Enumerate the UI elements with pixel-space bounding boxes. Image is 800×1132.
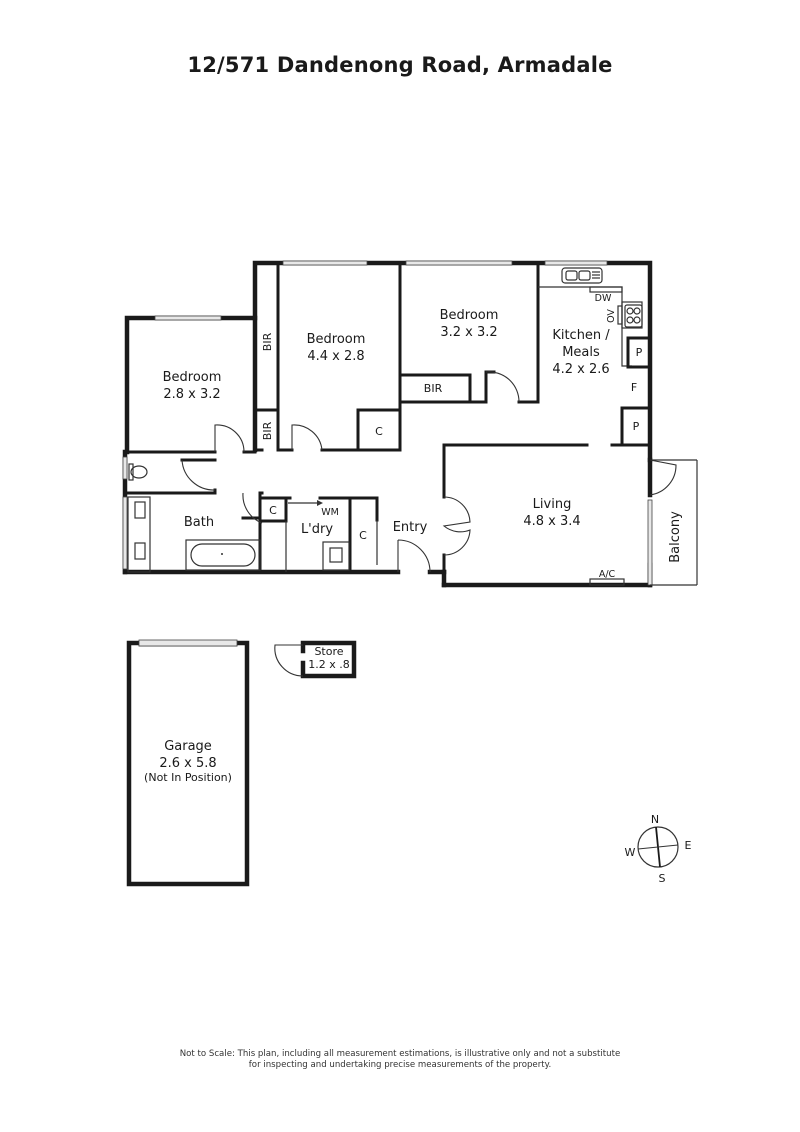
cupboard-bath-label: C	[269, 504, 277, 517]
doors	[181, 371, 698, 586]
exterior-walls	[122, 260, 653, 588]
air-con-label: A/C	[599, 569, 616, 580]
room-bedroom-east-name: Bedroom	[440, 308, 499, 323]
room-store-size: 1.2 x .8	[308, 658, 350, 671]
room-bedroom-west-size: 2.8 x 3.2	[163, 387, 220, 402]
room-bedroom-middle-name: Bedroom	[307, 332, 366, 347]
toilet-icon	[130, 465, 148, 479]
room-living-name: Living	[533, 497, 572, 512]
disclaimer: Not to Scale: This plan, including all m…	[0, 1049, 800, 1071]
room-kitchen-name-2: Meals	[562, 345, 600, 360]
room-bedroom-east-size: 3.2 x 3.2	[440, 325, 497, 340]
garage	[126, 639, 250, 887]
washing-machine-label: WM	[321, 507, 339, 518]
cupboard-bedroom-label: C	[375, 425, 383, 438]
cooktop-icon	[624, 304, 643, 328]
room-garage-name: Garage	[164, 739, 212, 754]
room-bedroom-middle-size: 4.4 x 2.8	[307, 349, 364, 364]
sink-icon	[561, 267, 603, 284]
plan-title: 12/571 Dandenong Road, Armadale	[187, 53, 613, 77]
oven-label: OV	[606, 309, 617, 323]
compass-east: E	[685, 839, 692, 852]
disclaimer-line-2: for inspecting and undertaking precise m…	[248, 1060, 552, 1070]
bir-east-label: BIR	[424, 382, 443, 395]
fridge-label: F	[631, 381, 637, 394]
compass-icon: N E S W	[625, 813, 692, 885]
dishwasher-label: DW	[595, 293, 612, 304]
room-living-size: 4.8 x 3.4	[523, 514, 580, 529]
bir-upper-label: BIR	[261, 332, 274, 351]
bir-lower-label: BIR	[261, 421, 274, 440]
compass-west: W	[625, 846, 636, 859]
pantry-1-label: P	[636, 346, 643, 359]
room-store-name: Store	[314, 645, 343, 658]
room-kitchen-size: 4.2 x 2.6	[552, 362, 609, 377]
fixtures	[127, 267, 652, 586]
room-garage-size: 2.6 x 5.8	[159, 756, 216, 771]
pantry-2-label: P	[633, 420, 640, 433]
cupboard-laundry-label: C	[359, 529, 367, 542]
store	[274, 640, 357, 679]
room-entry-name: Entry	[393, 520, 428, 535]
disclaimer-line-1: Not to Scale: This plan, including all m…	[179, 1049, 621, 1059]
compass-north: N	[651, 813, 659, 826]
room-balcony-name: Balcony	[668, 511, 683, 563]
room-bedroom-west-name: Bedroom	[163, 370, 222, 385]
room-bath-name: Bath	[184, 515, 214, 530]
bathtub-icon	[190, 543, 256, 567]
compass-south: S	[659, 872, 666, 885]
room-kitchen-name-1: Kitchen /	[552, 328, 610, 343]
room-garage-note: (Not In Position)	[144, 771, 232, 784]
room-laundry-name: L'dry	[301, 522, 333, 537]
